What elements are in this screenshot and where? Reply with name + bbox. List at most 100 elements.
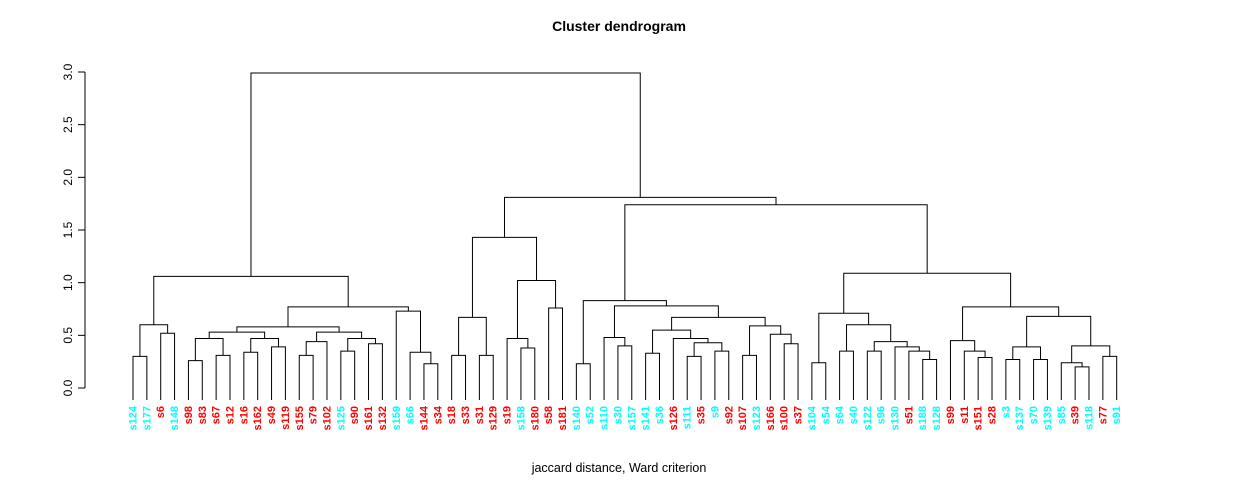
cluster-link <box>613 305 719 338</box>
leaf-label-s49: s49 <box>266 406 278 424</box>
cluster-link <box>458 316 487 356</box>
cluster-link <box>1012 346 1041 360</box>
leaf-label-s54: s54 <box>820 405 832 424</box>
leaf-label-s102: s102 <box>321 406 333 430</box>
cluster-link <box>215 354 231 400</box>
cluster-link <box>714 350 730 400</box>
y-tick-label: 1.5 <box>61 221 75 238</box>
leaf-label-s37: s37 <box>793 406 805 424</box>
leaf-label-s155: s155 <box>294 406 306 430</box>
leaf-label-s77: s77 <box>1097 406 1109 424</box>
cluster-link <box>742 354 757 400</box>
cluster-link <box>516 280 557 339</box>
cluster-link <box>409 351 432 400</box>
leaf-label-s151: s151 <box>973 406 985 430</box>
leaf-label-s177: s177 <box>141 406 153 430</box>
chart-title: Cluster dendrogram <box>552 18 686 34</box>
y-tick-label: 0.0 <box>61 379 75 396</box>
cluster-link <box>839 350 854 400</box>
leaf-label-s12: s12 <box>224 406 236 424</box>
leaf-label-s122: s122 <box>862 406 874 430</box>
cluster-link <box>873 341 908 352</box>
y-tick-label: 0.5 <box>61 327 75 344</box>
leaf-label-s130: s130 <box>890 406 902 430</box>
cluster-link <box>617 345 633 400</box>
cluster-link <box>949 340 976 400</box>
cluster-link <box>575 363 591 400</box>
leaf-label-s110: s110 <box>599 406 611 430</box>
leaf-label-s98: s98 <box>183 406 195 424</box>
leaf-label-s58: s58 <box>543 406 555 424</box>
leaf-label-s30: s30 <box>612 406 624 424</box>
leaf-label-s124: s124 <box>128 405 140 430</box>
cluster-link <box>1074 366 1090 400</box>
cluster-link <box>922 359 938 400</box>
cluster-link <box>271 346 286 400</box>
leaf-label-s119: s119 <box>280 406 292 430</box>
cluster-link <box>451 354 467 400</box>
leaf-label-s92: s92 <box>723 406 735 424</box>
cluster-link <box>672 337 709 400</box>
cluster-link <box>652 329 692 354</box>
leaf-label-s99: s99 <box>945 406 957 424</box>
cluster-link <box>368 343 383 400</box>
leaf-label-s91: s91 <box>1111 406 1123 424</box>
cluster-link <box>818 312 870 363</box>
cluster-link <box>250 72 641 277</box>
leaf-label-s36: s36 <box>654 406 666 424</box>
cluster-link <box>471 236 538 318</box>
leaf-label-s180: s180 <box>529 406 541 430</box>
cluster-link <box>187 360 203 400</box>
leaf-label-s64: s64 <box>834 405 846 424</box>
leaf-label-s129: s129 <box>488 406 500 430</box>
cluster-link <box>132 355 148 400</box>
leaf-label-s118: s118 <box>1083 406 1095 430</box>
cluster-link <box>1033 359 1048 400</box>
leaf-label-s33: s33 <box>460 406 472 424</box>
cluster-link <box>287 306 409 327</box>
cluster-link <box>160 332 176 400</box>
leaf-label-s181: s181 <box>557 406 569 430</box>
cluster-link <box>139 324 169 357</box>
y-axis: 0.00.51.01.52.02.53.0 <box>61 63 86 396</box>
cluster-link <box>686 355 702 400</box>
leaf-label-s9: s9 <box>709 406 721 418</box>
leaf-label-s104: s104 <box>806 405 818 430</box>
cluster-link <box>236 326 340 333</box>
leaf-label-s18: s18 <box>446 406 458 424</box>
cluster-link <box>645 352 660 400</box>
cluster-link <box>811 362 827 400</box>
leaf-label-s83: s83 <box>197 406 209 424</box>
leaf-label-s79: s79 <box>308 406 320 424</box>
leaf-label-s111: s111 <box>682 406 694 429</box>
cluster-link <box>624 204 928 301</box>
cluster-link <box>603 336 626 400</box>
leaf-label-s132: s132 <box>377 406 389 430</box>
cluster-link <box>749 325 782 356</box>
y-tick-label: 1.0 <box>61 274 75 291</box>
leaf-label-s157: s157 <box>626 406 638 430</box>
cluster-link <box>693 342 723 357</box>
cluster-link <box>962 306 1060 341</box>
cluster-link <box>671 316 766 331</box>
leaf-label-s96: s96 <box>876 406 888 424</box>
y-tick-label: 3.0 <box>61 63 75 80</box>
cluster-link <box>977 356 993 400</box>
y-tick-label: 2.5 <box>61 116 75 133</box>
cluster-link <box>243 351 259 400</box>
cluster-link <box>347 337 376 352</box>
leaf-label-s137: s137 <box>1014 406 1026 430</box>
leaf-label-s31: s31 <box>474 406 486 424</box>
leaf-label-s141: s141 <box>640 406 652 430</box>
cluster-link <box>478 354 494 400</box>
cluster-link <box>298 354 314 400</box>
cluster-link <box>316 331 363 342</box>
cluster-link <box>208 331 266 339</box>
leaf-label-s34: s34 <box>432 405 444 424</box>
cluster-link <box>582 300 667 364</box>
leaf-label-s28: s28 <box>987 406 999 424</box>
leaf-label-s6: s6 <box>155 406 167 418</box>
cluster-link <box>194 337 224 361</box>
x-axis-label: jaccard distance, Ward criterion <box>531 461 707 475</box>
